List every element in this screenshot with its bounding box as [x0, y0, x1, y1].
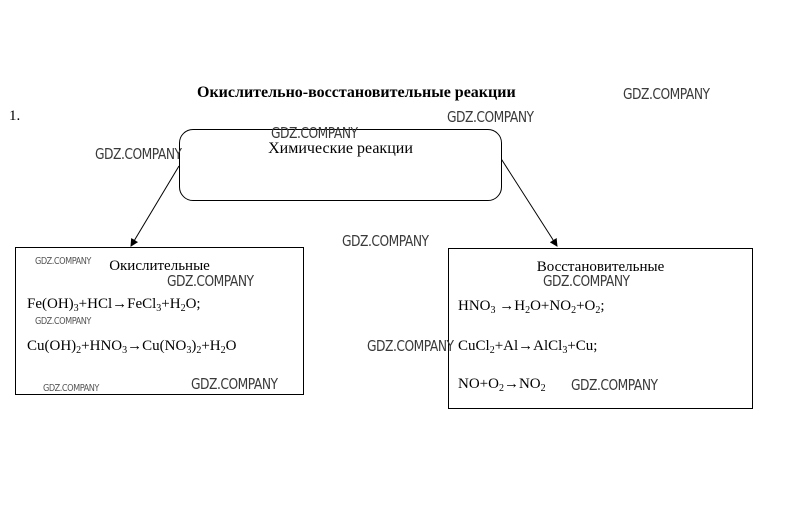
oxidative-heading: Окислительные [109, 258, 210, 274]
arrow-to-reductive [499, 156, 558, 247]
reductive-box: Восстановительные HNO3 →H2O+NO2+O2; CuCl… [448, 248, 753, 409]
watermark: GDZ.COMPANY [191, 375, 278, 393]
root-node-chemical-reactions: Химические реакции [179, 129, 502, 201]
watermark: GDZ.COMPANY [543, 272, 630, 290]
watermark: GDZ.COMPANY [342, 232, 429, 250]
equation: Cu(OH)2+HNO3→Cu(NO3)2+H2O [27, 338, 237, 356]
watermark: GDZ.COMPANY [571, 376, 658, 394]
page-title: Окислительно-восстановительные реакции [197, 84, 516, 101]
watermark: GDZ.COMPANY [367, 337, 454, 355]
watermark: GDZ.COMPANY [43, 383, 99, 394]
root-node-label: Химические реакции [268, 140, 413, 157]
equation: Fe(OH)3+HCl→FeCl3+H2O; [27, 296, 201, 314]
watermark: GDZ.COMPANY [35, 256, 91, 267]
arrow-to-oxidative [130, 165, 180, 247]
watermark: GDZ.COMPANY [95, 145, 182, 163]
reductive-heading: Восстановительные [536, 259, 665, 275]
watermark: GDZ.COMPANY [35, 316, 91, 327]
watermark: GDZ.COMPANY [623, 85, 710, 103]
equation: NO+O2→NO2 [458, 376, 546, 394]
watermark: GDZ.COMPANY [271, 124, 358, 142]
watermark: GDZ.COMPANY [167, 272, 254, 290]
equation: CuCl2+Al→AlCl3+Cu; [458, 338, 598, 356]
equation: HNO3 →H2O+NO2+O2; [458, 298, 605, 316]
oxidative-box: Окислительные Fe(OH)3+HCl→FeCl3+H2O; Cu(… [15, 247, 304, 395]
watermark: GDZ.COMPANY [447, 108, 534, 126]
item-number: 1. [9, 108, 21, 124]
